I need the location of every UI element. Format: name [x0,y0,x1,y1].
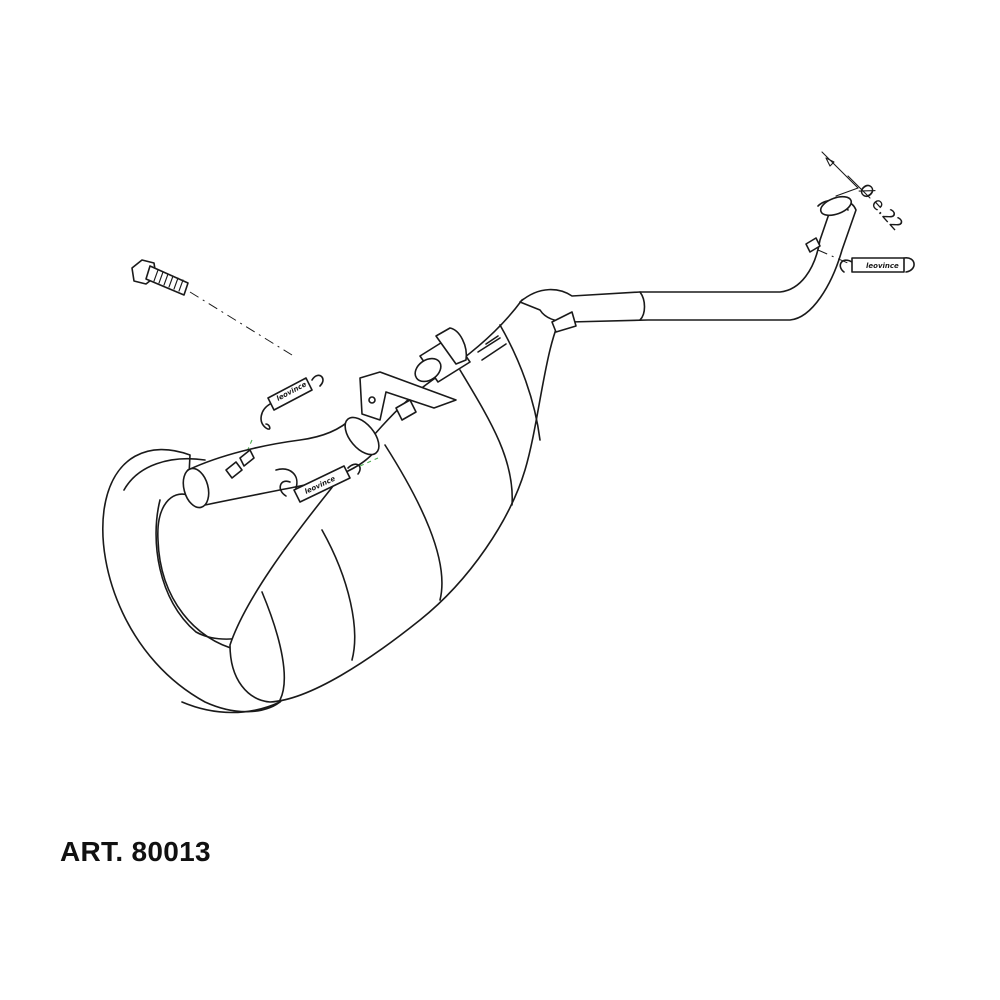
outlet-stub [414,327,507,383]
diameter-label: Ø e.22 [854,180,907,235]
spring-hook-left [225,449,255,479]
spring-logo-text-right: leovince [866,262,899,270]
spring-upper-left: leovince [260,374,324,430]
spring-axis-right [817,249,851,265]
mounting-bracket [359,371,457,421]
spring-upper-right: leovince [805,237,915,273]
mounting-bolt [131,259,189,296]
tail-pipe [519,195,857,333]
spring-axis-green-mid [359,457,379,467]
bolt-axis-line [189,291,293,356]
expansion-chamber-body [102,293,566,714]
article-number: ART. 80013 [60,836,211,867]
